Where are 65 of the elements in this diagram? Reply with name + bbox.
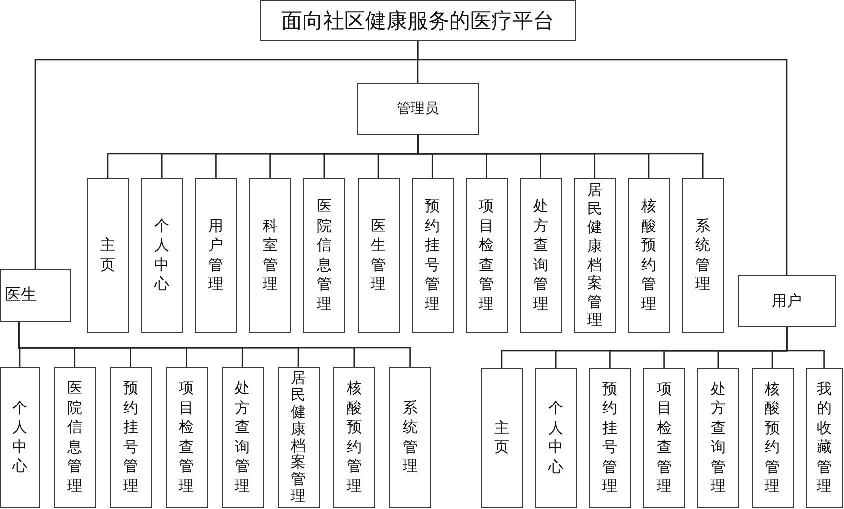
module-label: 系统管理	[402, 398, 418, 476]
title-box	[260, 0, 576, 41]
module-label: 核酸预约管理	[642, 197, 656, 314]
module-box	[466, 178, 508, 333]
module-label: 核酸预约管理	[765, 380, 780, 496]
module-box	[628, 178, 670, 333]
module-box	[535, 368, 578, 508]
module-box	[278, 367, 320, 508]
module-box	[222, 367, 264, 508]
module-label: 核酸预约管理	[346, 379, 362, 496]
module-box	[752, 368, 794, 508]
module-box	[481, 368, 523, 508]
platform-title: 面向社区健康服务的医疗平台	[282, 8, 554, 34]
module-box	[195, 178, 238, 333]
module-box	[141, 178, 184, 333]
module-label: 处方查询管理	[710, 380, 726, 496]
module-label: 主页	[100, 236, 116, 275]
module-label: 处方查询管理	[533, 197, 548, 314]
role-box	[357, 83, 479, 135]
role-label: 管理员	[397, 100, 439, 118]
module-box	[682, 178, 724, 333]
module-label: 系统管理	[696, 216, 711, 294]
module-box	[697, 368, 740, 508]
module-label: 预约挂号管理	[425, 197, 440, 314]
module-label: 项目检查管理	[179, 379, 194, 496]
module-label: 居民健康档案管理	[291, 370, 306, 505]
module-label: 医院信息管理	[67, 379, 82, 496]
module-label: 预约挂号管理	[602, 380, 618, 496]
module-label: 项目检查管理	[656, 380, 672, 496]
module-label: 主页	[494, 418, 510, 458]
module-box	[303, 178, 346, 333]
connector-line	[786, 327, 825, 368]
module-label: 医院信息管理	[316, 197, 332, 314]
module-label: 个人中心	[548, 399, 564, 477]
role-label: 医生	[5, 285, 37, 306]
module-label: 用户管理	[208, 216, 224, 294]
module-label: 我的收藏管理	[816, 380, 832, 496]
module-label: 处方查询管理	[235, 379, 250, 496]
module-box	[87, 178, 129, 333]
module-label: 科室管理	[262, 216, 278, 294]
module-label: 预约挂号管理	[123, 379, 138, 496]
module-box	[249, 178, 292, 333]
role-box	[0, 269, 71, 322]
module-label: 项目检查管理	[479, 197, 494, 314]
module-box	[643, 368, 686, 508]
module-box	[0, 367, 40, 508]
module-box	[110, 367, 152, 508]
module-box	[333, 367, 376, 508]
module-box	[520, 178, 562, 333]
module-box	[806, 368, 843, 508]
module-box	[574, 178, 616, 333]
role-label: 用户	[772, 292, 802, 310]
module-label: 医生管理	[371, 216, 386, 294]
connector-line	[417, 135, 704, 178]
module-label: 个人中心	[12, 398, 28, 476]
module-box	[589, 368, 632, 508]
module-label: 个人中心	[154, 216, 170, 294]
module-box	[412, 178, 454, 333]
connector-line	[417, 41, 788, 275]
module-box	[54, 367, 96, 508]
role-box	[738, 275, 836, 327]
module-label: 居民健康档案管理	[587, 181, 602, 330]
module-box	[389, 367, 432, 508]
module-box	[166, 367, 208, 508]
module-box	[358, 178, 400, 333]
